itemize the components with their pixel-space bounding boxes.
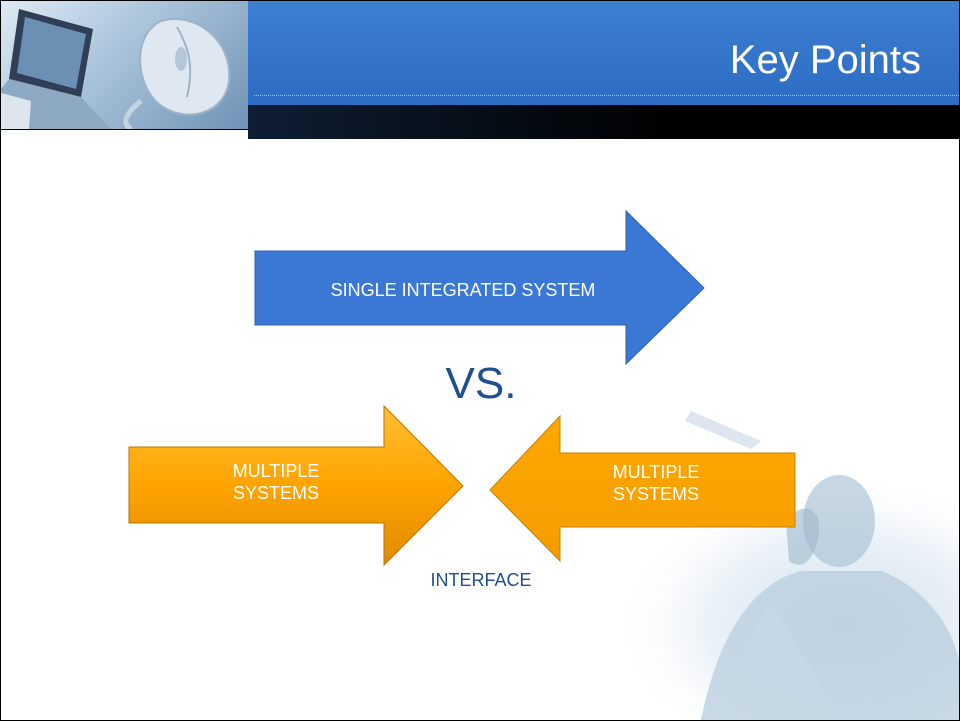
page-title: Key Points — [729, 38, 921, 82]
computer-mouse-photo — [123, 18, 231, 129]
header-dark-bar — [248, 105, 959, 139]
single-system-arrow — [254, 209, 705, 366]
left-multiple-systems-arrow — [128, 404, 464, 567]
header-photo — [1, 1, 248, 129]
right-systems-label-line2: SYSTEMS — [612, 484, 700, 504]
laptop-photo — [1, 9, 111, 129]
left-systems-label-line2: SYSTEMS — [232, 483, 320, 503]
right-systems-label-line1: MULTIPLE — [612, 462, 700, 482]
header-dotted-rule — [254, 95, 959, 96]
single-system-label: SINGLE INTEGRATED SYSTEM — [330, 280, 596, 300]
versus-label: VS. — [445, 359, 517, 408]
header-divider — [1, 129, 248, 130]
left-systems-label-line1: MULTIPLE — [232, 461, 320, 481]
interface-label: INTERFACE — [430, 570, 532, 590]
right-systems-label: MULTIPLE SYSTEMS — [531, 461, 781, 505]
header-band — [248, 1, 959, 105]
left-systems-label: MULTIPLE SYSTEMS — [151, 460, 401, 504]
right-multiple-systems-arrow — [489, 414, 796, 563]
